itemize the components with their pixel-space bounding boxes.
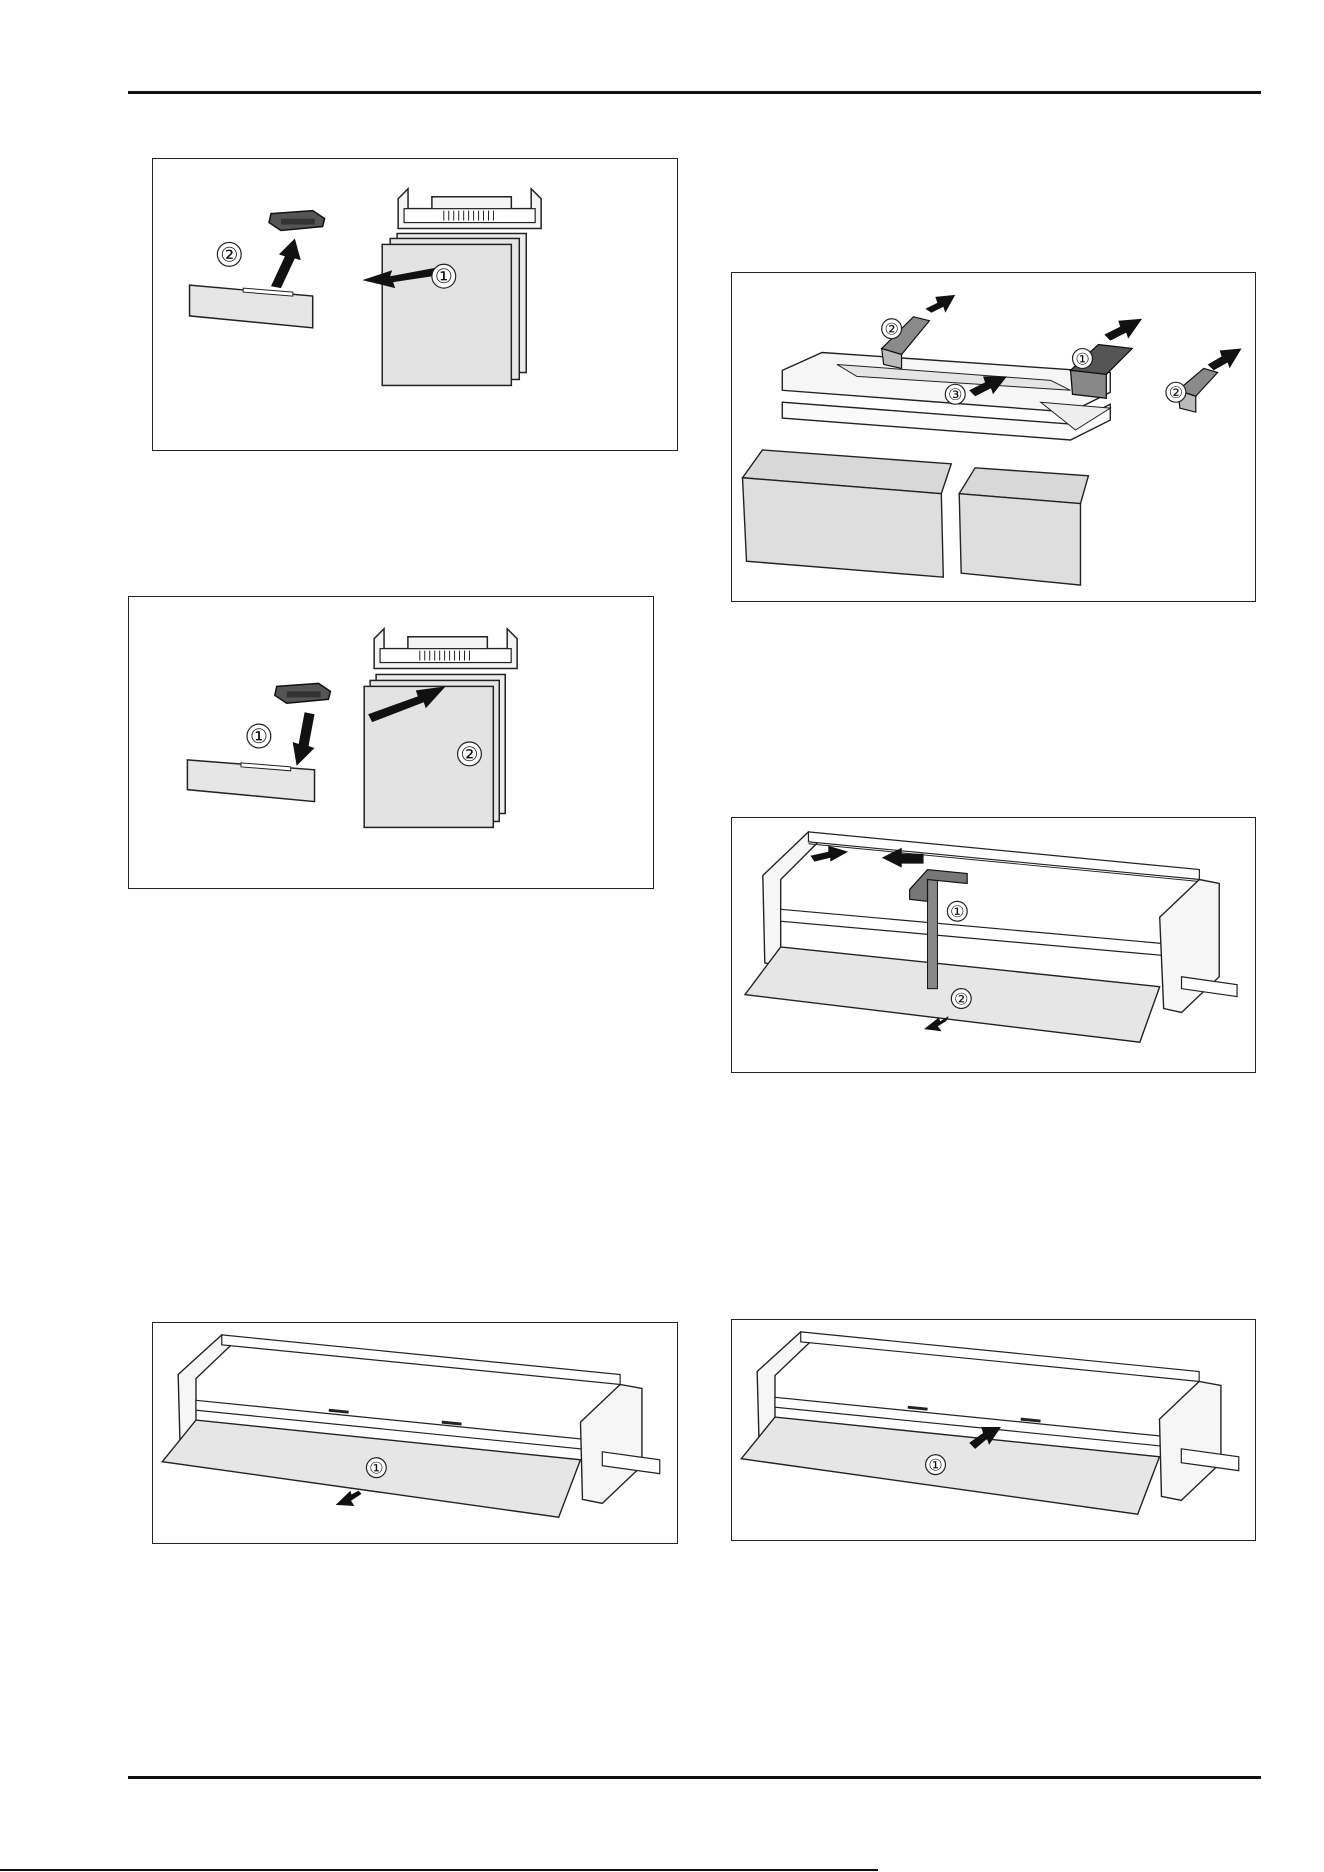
fig2-callout-2: ② [461, 744, 479, 766]
header-rule [128, 91, 1261, 94]
fig-remove-glass-shelf-center-rail-illustration: ① ② [732, 818, 1255, 1072]
fig3-callout-2-right: ② [1169, 385, 1183, 402]
fig6-callout-1: ① [928, 1458, 942, 1475]
fig-remove-drawer-rails: ② ① ③ ② [731, 272, 1256, 602]
fig2-callout-1: ① [250, 726, 268, 748]
fig-pull-out-glass-shelf-illustration: ① [153, 1323, 677, 1543]
fig3-callout-2-left: ② [884, 322, 898, 339]
fig3-callout-1: ① [1075, 351, 1089, 368]
fig5-callout-1: ① [369, 1461, 383, 1478]
fig1-callout-1: ① [435, 266, 453, 288]
fig-remove-filter-illustration: ① ② [153, 159, 677, 450]
fig-push-in-glass-shelf: ① [731, 1319, 1256, 1541]
fig4-callout-2: ② [954, 992, 968, 1009]
fig-remove-filter: ① ② [152, 158, 678, 451]
fig4-callout-1: ① [950, 904, 964, 921]
fig-remove-glass-shelf-center-rail: ① ② [731, 817, 1256, 1073]
fig-pull-out-glass-shelf: ① [152, 1322, 678, 1544]
fig-insert-filter: ② ① [128, 596, 654, 889]
fig-push-in-glass-shelf-illustration: ① [732, 1320, 1255, 1540]
fig-insert-filter-illustration: ② ① [129, 597, 653, 888]
footer-thin-rule [0, 1869, 878, 1871]
fig3-callout-3: ③ [948, 387, 962, 404]
footer-rule [128, 1776, 1261, 1779]
fig-remove-drawer-rails-illustration: ② ① ③ ② [732, 273, 1255, 601]
fig1-callout-2: ② [220, 244, 238, 266]
